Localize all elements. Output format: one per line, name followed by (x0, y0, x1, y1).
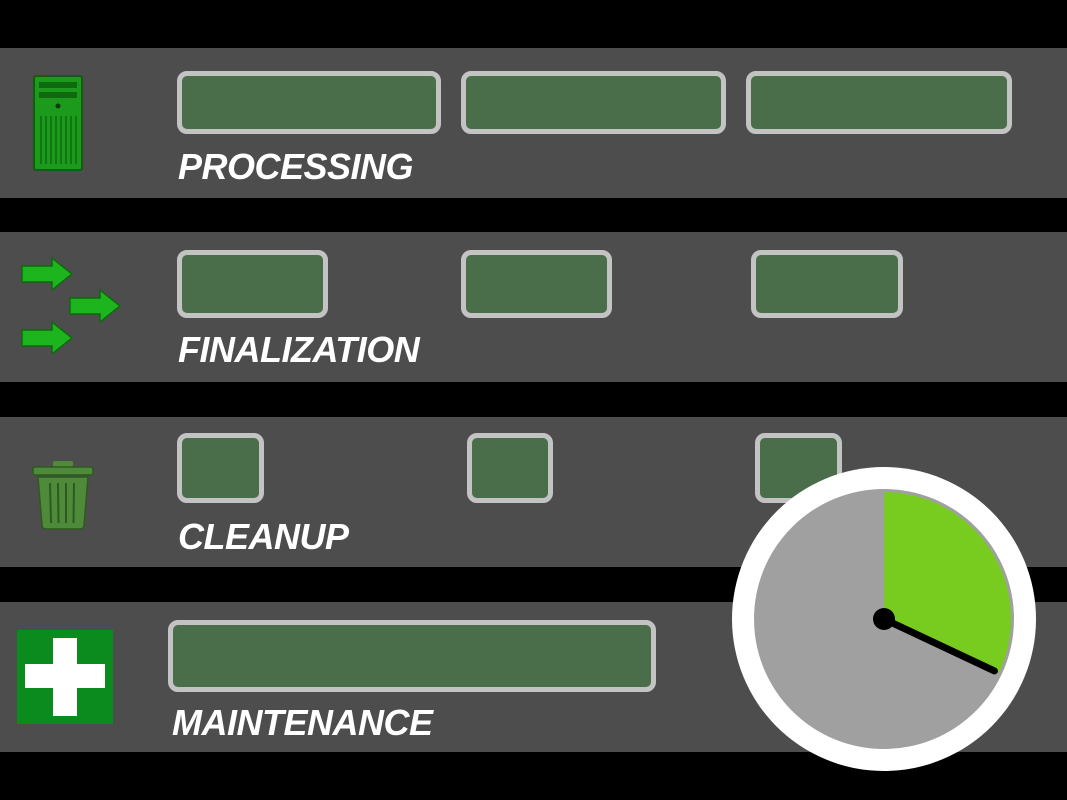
finalization-slot-1 (177, 250, 328, 318)
cleanup-slot-1 (177, 433, 264, 503)
clock-hand (880, 615, 998, 675)
row-label-maintenance: MAINTENANCE (172, 702, 433, 743)
clock-elapsed-sector (884, 492, 1011, 674)
trash-icon (32, 461, 94, 530)
clock-icon (732, 467, 1036, 771)
row-label-finalization: FINALIZATION (178, 329, 420, 370)
row-label-cleanup: CLEANUP (178, 516, 349, 557)
server-icon (33, 75, 83, 171)
arrows-icon (21, 256, 122, 354)
first-aid-icon (17, 630, 113, 724)
processing-slot-1 (177, 71, 441, 134)
processing-slot-3 (746, 71, 1012, 134)
processing-slot-2 (461, 71, 726, 134)
maintenance-slot-1 (168, 620, 656, 692)
clock-pivot (873, 608, 895, 630)
finalization-slot-2 (461, 250, 612, 318)
row-label-processing: PROCESSING (178, 146, 414, 187)
row-processing: PROCESSING (0, 48, 1067, 198)
finalization-slot-3 (751, 250, 903, 318)
row-finalization: FINALIZATION (0, 232, 1067, 382)
cleanup-slot-2 (467, 433, 553, 503)
